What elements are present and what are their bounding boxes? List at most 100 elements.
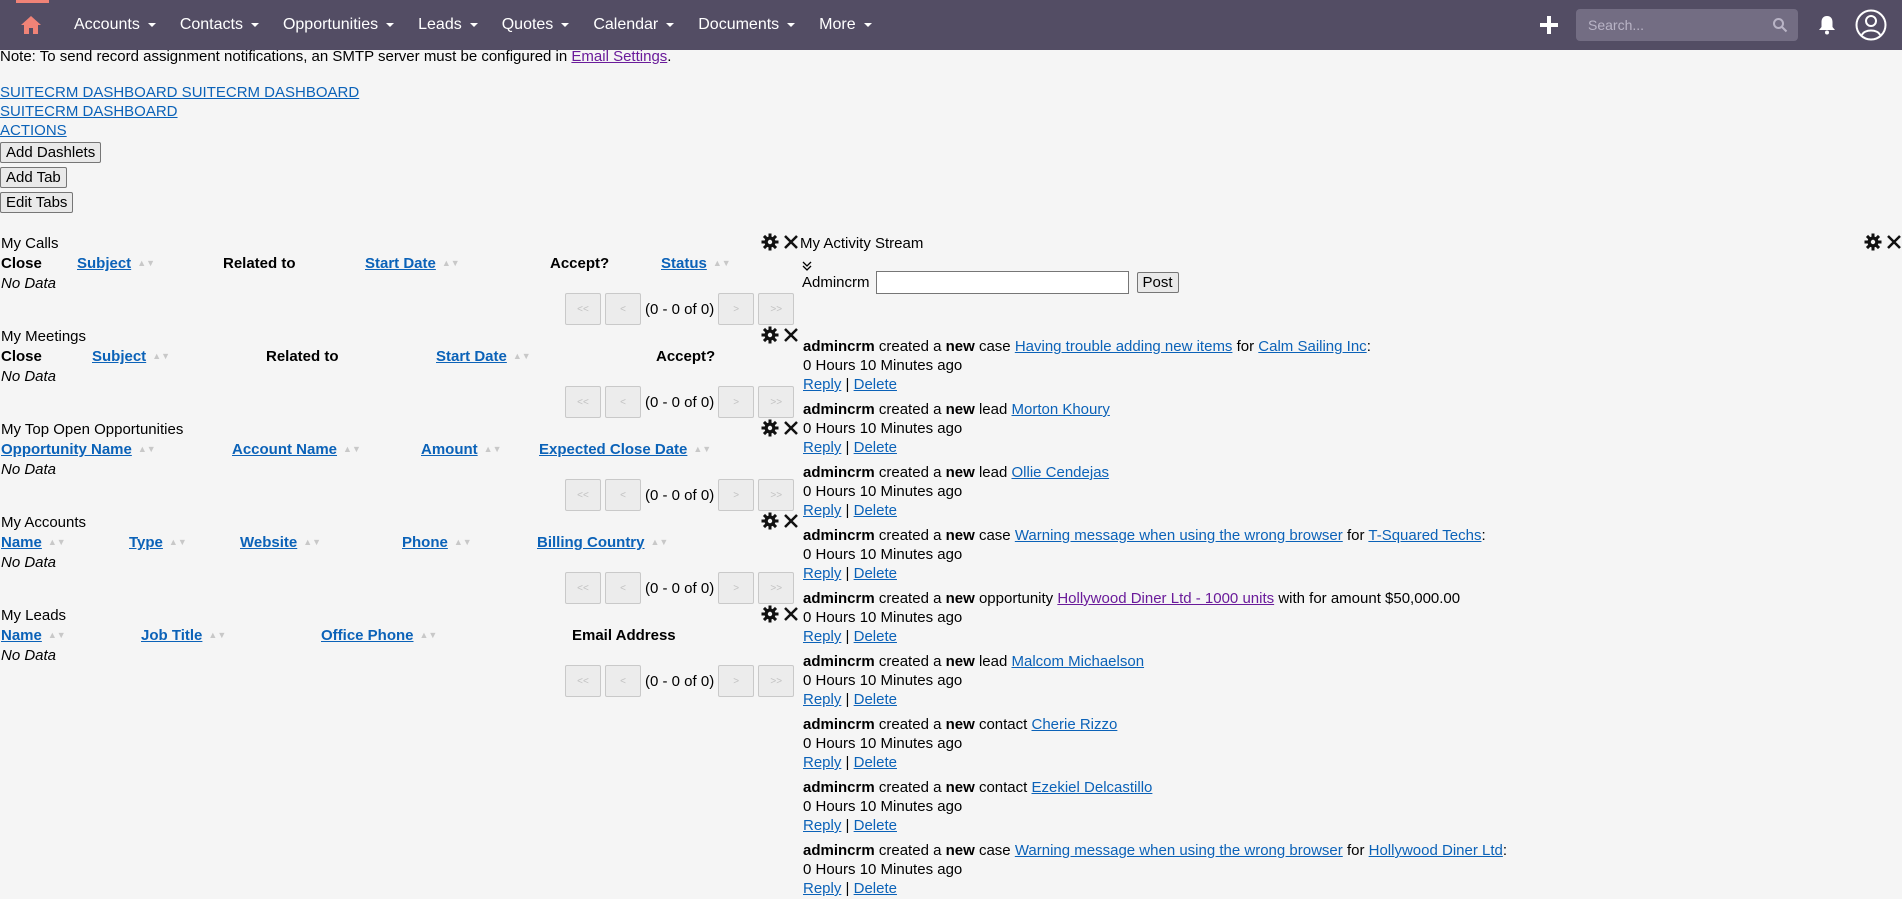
prev-page-button[interactable]: <: [605, 665, 641, 697]
nav-documents[interactable]: Documents: [686, 0, 807, 50]
nav-opportunities[interactable]: Opportunities: [271, 0, 406, 50]
activity-record-link[interactable]: Ollie Cendejas: [1011, 464, 1110, 481]
activity-record-link[interactable]: Hollywood Diner Ltd - 1000 units: [1057, 590, 1275, 607]
activity-record-link[interactable]: Morton Khoury: [1011, 401, 1110, 418]
reply-link[interactable]: Reply: [803, 439, 842, 456]
activity-related-link[interactable]: T-Squared Techs: [1368, 527, 1482, 544]
gear-icon[interactable]: [761, 233, 779, 251]
next-page-button[interactable]: >: [718, 572, 755, 604]
delete-link[interactable]: Delete: [853, 628, 897, 645]
activity-record-link[interactable]: Malcom Michaelson: [1011, 653, 1145, 670]
add-tab-button[interactable]: Add Tab: [0, 167, 67, 188]
close-icon[interactable]: [783, 420, 799, 436]
col-type[interactable]: Type: [129, 534, 163, 551]
first-page-button[interactable]: <<: [565, 386, 601, 418]
delete-link[interactable]: Delete: [853, 754, 897, 771]
col-name[interactable]: Name: [1, 534, 42, 551]
col-name[interactable]: Name: [1, 627, 42, 644]
nav-quotes[interactable]: Quotes: [490, 0, 582, 50]
delete-link[interactable]: Delete: [853, 817, 897, 834]
nav-accounts[interactable]: Accounts: [62, 0, 168, 50]
nav-more[interactable]: More: [807, 0, 883, 50]
col-billing-country[interactable]: Billing Country: [537, 534, 645, 551]
gear-icon[interactable]: [761, 326, 779, 344]
activity-record-link[interactable]: Ezekiel Delcastillo: [1031, 779, 1153, 796]
nav-leads[interactable]: Leads: [406, 0, 490, 50]
home-button[interactable]: [0, 0, 62, 50]
col-expected-close-date[interactable]: Expected Close Date: [539, 441, 688, 458]
edit-tabs-button[interactable]: Edit Tabs: [0, 192, 74, 213]
collapse-toggle[interactable]: [802, 258, 812, 275]
first-page-button[interactable]: <<: [565, 479, 601, 511]
last-page-button[interactable]: >>: [758, 386, 795, 418]
activity-record-link[interactable]: Warning message when using the wrong bro…: [1014, 842, 1343, 859]
col-status[interactable]: Status: [661, 255, 707, 272]
col-account-name[interactable]: Account Name: [232, 441, 338, 458]
reply-link[interactable]: Reply: [803, 880, 842, 897]
col-job-title[interactable]: Job Title: [141, 627, 203, 644]
quick-create-button[interactable]: [1536, 12, 1562, 38]
gear-icon[interactable]: [1864, 233, 1882, 251]
nav-calendar[interactable]: Calendar: [581, 0, 686, 50]
reply-link[interactable]: Reply: [803, 628, 842, 645]
reply-link[interactable]: Reply: [803, 817, 842, 834]
close-icon[interactable]: [783, 606, 799, 622]
last-page-button[interactable]: >>: [758, 293, 795, 325]
reply-link[interactable]: Reply: [803, 565, 842, 582]
gear-icon[interactable]: [761, 419, 779, 437]
col-opportunity-name[interactable]: Opportunity Name: [1, 441, 132, 458]
last-page-button[interactable]: >>: [758, 572, 795, 604]
reply-link[interactable]: Reply: [803, 691, 842, 708]
activity-record-link[interactable]: Warning message when using the wrong bro…: [1014, 527, 1343, 544]
first-page-button[interactable]: <<: [565, 665, 601, 697]
prev-page-button[interactable]: <: [605, 386, 641, 418]
col-phone[interactable]: Phone: [402, 534, 448, 551]
col-website[interactable]: Website: [240, 534, 298, 551]
delete-link[interactable]: Delete: [853, 691, 897, 708]
next-page-button[interactable]: >: [718, 479, 755, 511]
delete-link[interactable]: Delete: [853, 439, 897, 456]
prev-page-button[interactable]: <: [605, 572, 641, 604]
gear-icon[interactable]: [761, 605, 779, 623]
col-start-date[interactable]: Start Date: [436, 348, 507, 365]
last-page-button[interactable]: >>: [758, 479, 795, 511]
next-page-button[interactable]: >: [718, 293, 755, 325]
activity-record-link[interactable]: Cherie Rizzo: [1031, 716, 1118, 733]
prev-page-button[interactable]: <: [605, 293, 641, 325]
col-start-date[interactable]: Start Date: [365, 255, 436, 272]
gear-icon[interactable]: [761, 512, 779, 530]
activity-related-link[interactable]: Hollywood Diner Ltd: [1368, 842, 1503, 859]
close-icon[interactable]: [1886, 234, 1902, 250]
close-icon[interactable]: [783, 234, 799, 250]
activity-related-link[interactable]: Calm Sailing Inc: [1258, 338, 1367, 355]
activity-record-link[interactable]: Having trouble adding new items: [1014, 338, 1233, 355]
email-settings-link[interactable]: Email Settings: [571, 48, 668, 65]
dashboard-tab-link[interactable]: SUITECRM DASHBOARD SUITECRM DASHBOARD: [0, 84, 360, 101]
col-amount[interactable]: Amount: [421, 441, 478, 458]
next-page-button[interactable]: >: [718, 665, 755, 697]
col-subject[interactable]: Subject: [92, 348, 147, 365]
search-icon[interactable]: [1772, 17, 1788, 33]
col-office-phone[interactable]: Office Phone: [321, 627, 414, 644]
reply-link[interactable]: Reply: [803, 502, 842, 519]
dashboard-tab-link[interactable]: SUITECRM DASHBOARD: [0, 103, 178, 120]
reply-link[interactable]: Reply: [803, 376, 842, 393]
add-dashlets-button[interactable]: Add Dashlets: [0, 142, 102, 163]
post-input[interactable]: [875, 271, 1129, 294]
next-page-button[interactable]: >: [718, 386, 755, 418]
delete-link[interactable]: Delete: [853, 880, 897, 897]
nav-contacts[interactable]: Contacts: [168, 0, 271, 50]
notifications-button[interactable]: [1812, 10, 1842, 40]
prev-page-button[interactable]: <: [605, 479, 641, 511]
first-page-button[interactable]: <<: [565, 572, 601, 604]
delete-link[interactable]: Delete: [853, 565, 897, 582]
delete-link[interactable]: Delete: [853, 502, 897, 519]
user-menu-button[interactable]: [1854, 8, 1888, 42]
reply-link[interactable]: Reply: [803, 754, 842, 771]
last-page-button[interactable]: >>: [758, 665, 795, 697]
delete-link[interactable]: Delete: [853, 376, 897, 393]
search-input[interactable]: [1586, 16, 1766, 34]
first-page-button[interactable]: <<: [565, 293, 601, 325]
close-icon[interactable]: [783, 513, 799, 529]
close-icon[interactable]: [783, 327, 799, 343]
